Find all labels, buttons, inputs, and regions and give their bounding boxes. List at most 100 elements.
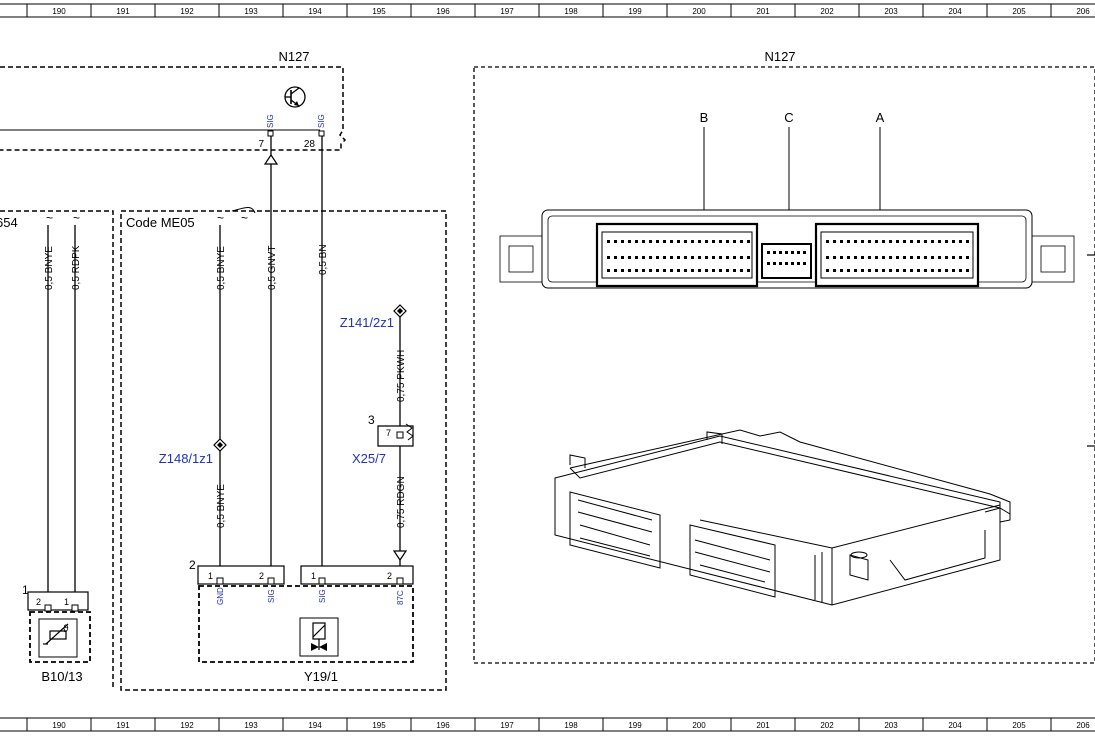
connector-pin: [635, 256, 638, 259]
wire-label-gnvt: 0,5 GNVT: [267, 246, 278, 290]
connector-pin: [889, 240, 892, 243]
connector-pin: [747, 240, 750, 243]
transistor-icon: [284, 86, 306, 108]
connector-pin: [896, 269, 899, 272]
connector-pin: [621, 240, 624, 243]
connector-pin: [840, 269, 843, 272]
ecu-top-view: [499, 209, 1075, 289]
connector-pin: [861, 240, 864, 243]
connector-pin: [691, 256, 694, 259]
connector-pin: [642, 269, 645, 272]
connector-pin: [740, 256, 743, 259]
valve-pin-number: 1: [311, 571, 316, 581]
svg-text:ϑ: ϑ: [63, 624, 69, 635]
connector-pin: [910, 240, 913, 243]
connector-pin: [698, 240, 701, 243]
connector-pin: [705, 240, 708, 243]
connector-pin: [663, 256, 666, 259]
grid-column-label: 204: [948, 7, 962, 16]
connector-pin: [705, 269, 708, 272]
connector-pin: [607, 240, 610, 243]
grid-column-label: 206: [1076, 721, 1090, 730]
connector-pin: [635, 240, 638, 243]
connector-pin: [924, 240, 927, 243]
connector-pin: [854, 256, 857, 259]
connector-pin: [938, 256, 941, 259]
connector-pin: [677, 240, 680, 243]
wire-break-tilde: ~: [46, 211, 53, 225]
connector-pin: [614, 269, 617, 272]
module-n127-left: N127 SIG SIG 7 28: [0, 49, 347, 151]
connector-pin: [938, 240, 941, 243]
pin-label-sig: SIG: [317, 114, 326, 128]
connector-pin: [868, 240, 871, 243]
pin-number: 7: [258, 139, 264, 150]
connector-pin: [773, 262, 776, 265]
connector-pin: [767, 262, 770, 265]
connector-pin: [840, 240, 843, 243]
connector-pin: [854, 240, 857, 243]
connector-pin: [931, 240, 934, 243]
connector-pin: [952, 269, 955, 272]
sensor-pin-number: 2: [36, 597, 41, 607]
grid-column-label: 191: [116, 7, 130, 16]
connector-pin: [826, 256, 829, 259]
wire-label-rdgn: 0,75 RDGN: [396, 476, 407, 528]
grid-column-label: 196: [436, 7, 450, 16]
panel-n127-title: N127: [764, 49, 795, 64]
connector-pin: [628, 240, 631, 243]
grid-column-label: 194: [308, 721, 322, 730]
connector-pin: [773, 251, 776, 254]
temperature-sensor-icon: ϑ: [38, 618, 78, 658]
valve-pin-label-87c: 87C: [396, 590, 405, 605]
connector-pin: [779, 251, 782, 254]
connector-pin: [691, 240, 694, 243]
connector-pin: [712, 240, 715, 243]
ecu-perspective-view: [554, 429, 1011, 606]
grid-column-label: 203: [884, 721, 898, 730]
connector-pin: [910, 269, 913, 272]
grid-column-label: 190: [52, 721, 66, 730]
connector-pin: [945, 269, 948, 272]
connector-pin: [924, 269, 927, 272]
connector-pin: [882, 269, 885, 272]
connector-pin: [945, 256, 948, 259]
connector-pin: [840, 256, 843, 259]
connector-pin: [959, 256, 962, 259]
connector-x25-label: X25/7: [352, 451, 386, 466]
grid-column-label: 205: [1012, 7, 1026, 16]
connector-pin: [712, 269, 715, 272]
grid-column-label: 197: [500, 721, 514, 730]
module-n127-title: N127: [278, 49, 309, 64]
connector-pin: [747, 256, 750, 259]
connector-pin: [966, 269, 969, 272]
connector-letter-c: C: [784, 110, 793, 125]
connector-pin: [621, 269, 624, 272]
grid-column-label: 199: [628, 7, 642, 16]
connector-pin: [966, 256, 969, 259]
connector-pin: [719, 256, 722, 259]
connector-pin: [791, 262, 794, 265]
connector-pin: [861, 256, 864, 259]
connector-pin: [740, 240, 743, 243]
sensor-b10-13: 1 2 1 ϑ B10/13: [22, 583, 91, 684]
connector-pin: [747, 269, 750, 272]
wire-label-bnye: 0,5 BNYE: [44, 246, 55, 290]
connector-pin: [726, 256, 729, 259]
connector-pin: [833, 240, 836, 243]
connector-pin: [797, 262, 800, 265]
wire-label-bnye: 0,5 BNYE: [216, 246, 227, 290]
connector-pin: [917, 256, 920, 259]
connector-pin: [614, 256, 617, 259]
connector-x25-number: 3: [368, 413, 375, 427]
grid-column-label: 190: [52, 7, 66, 16]
wire-break-tilde: ~: [217, 211, 224, 225]
connector-pin: [917, 240, 920, 243]
valve-y19-label: Y19/1: [304, 669, 338, 684]
code-me05-label: Code ME05: [126, 215, 195, 230]
connector-pin: [607, 256, 610, 259]
grid-column-label: 202: [820, 721, 834, 730]
connector-pin: [785, 251, 788, 254]
connector-pin: [952, 240, 955, 243]
